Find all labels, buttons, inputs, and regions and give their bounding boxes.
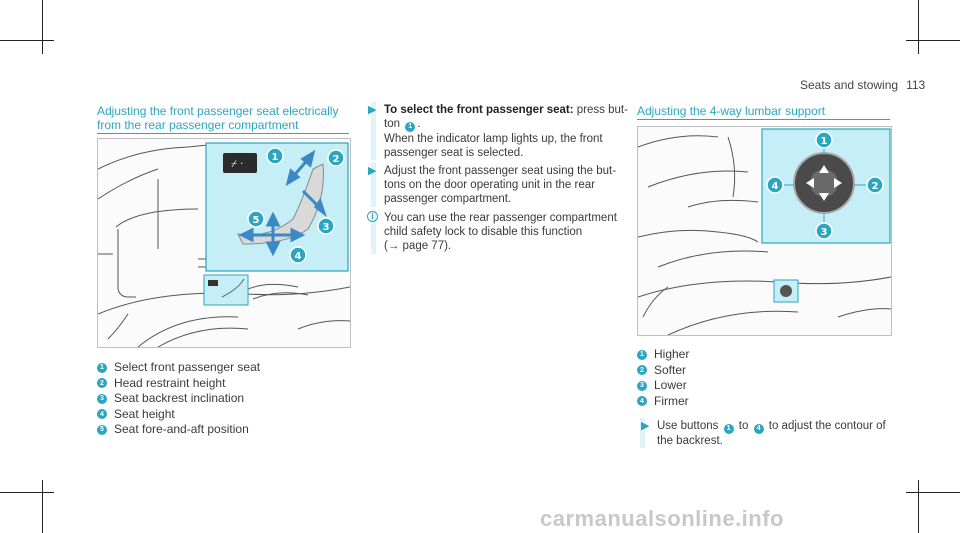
callout-number: 4 (637, 396, 647, 407)
callout-number: 2 (637, 365, 647, 376)
watermark: carmanualsonline.info (540, 506, 784, 531)
right-title-rule (637, 119, 890, 120)
svg-text:4: 4 (772, 181, 779, 192)
callout-number: 3 (97, 393, 107, 404)
play-triangle-icon: ▶ (368, 104, 377, 116)
page-header: Seats and stowing 113 (800, 78, 925, 92)
instruction-bar (640, 418, 645, 448)
crop-mark (906, 492, 960, 493)
crop-mark (918, 480, 919, 533)
page-reference-link[interactable]: (→ page 77). (384, 240, 452, 252)
svg-text:3: 3 (821, 227, 828, 238)
svg-text:2: 2 (872, 181, 879, 192)
instruction-bar (371, 163, 376, 207)
instruction-bar (371, 102, 376, 160)
crop-mark (42, 0, 43, 54)
callout-number: 4 (753, 424, 764, 434)
door-panel-drawing: ⌿ · 1 2 3 4 5 (98, 142, 350, 347)
callout-number: 1 (405, 122, 416, 132)
info-note: You can use the rear passenger compartme… (384, 212, 617, 252)
svg-text:2: 2 (333, 154, 340, 165)
info-icon: i (367, 211, 378, 222)
crop-mark (0, 40, 54, 41)
seat-door-illustration: ⌿ · 1 2 3 4 5 (97, 138, 351, 348)
lumbar-illustration: 1 2 3 4 (637, 126, 892, 336)
svg-text:5: 5 (253, 215, 260, 226)
section-title: Seats and stowing (800, 78, 899, 92)
lumbar-control-drawing: 1 2 3 4 (638, 128, 891, 335)
callout-number: 4 (97, 409, 107, 420)
info-bar (371, 210, 376, 254)
callout-number: 2 (97, 378, 107, 389)
instruction-step-select: ▶ To select the front passenger seat: pr… (368, 104, 628, 159)
instruction-step-lumbar: ▶ Use buttons 1 to 4 to adjust the conto… (641, 420, 886, 447)
crop-mark (918, 0, 919, 54)
svg-text:4: 4 (295, 251, 302, 262)
svg-text:1: 1 (821, 136, 828, 147)
instruction-step-adjust: ▶ Adjust the front passenger seat using … (368, 165, 617, 205)
callout-number: 1 (723, 424, 734, 434)
svg-text:3: 3 (323, 222, 330, 233)
crop-mark (0, 492, 54, 493)
svg-text:1: 1 (272, 152, 279, 163)
crop-mark (42, 480, 43, 533)
crop-mark (906, 40, 960, 41)
callout-number: 3 (637, 380, 647, 391)
left-section-title: Adjusting the front passenger seat elect… (97, 104, 339, 132)
page-number: 113 (906, 78, 926, 92)
play-triangle-icon: ▶ (368, 165, 377, 177)
callout-number: 1 (637, 349, 647, 360)
play-triangle-icon: ▶ (641, 420, 650, 432)
svg-text:⌿ ·: ⌿ · (231, 159, 243, 170)
callout-number: 5 (97, 424, 107, 435)
right-section-title: Adjusting the 4-way lumbar support (637, 104, 826, 118)
callout-number: 1 (97, 362, 107, 373)
left-title-rule (97, 133, 349, 134)
